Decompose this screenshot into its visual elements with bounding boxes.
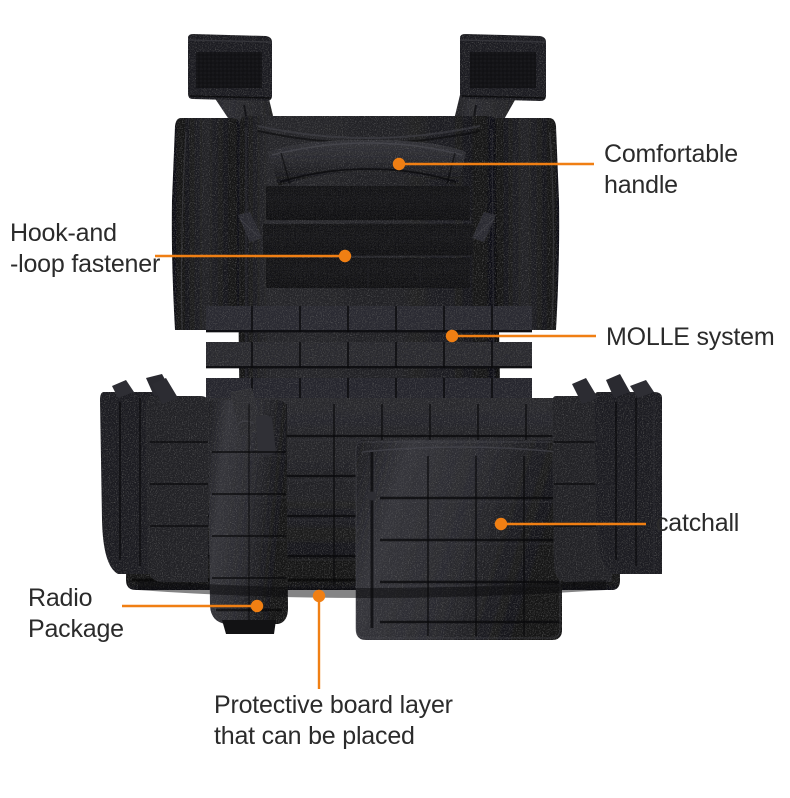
molle-row: [206, 342, 532, 368]
right-pouch-pull-tab: [630, 380, 654, 398]
radio-pouch: [208, 388, 288, 634]
right-mag-pouches: [552, 374, 662, 582]
catchall-utility-pouch: [355, 440, 562, 640]
radio-pouch-bottom: [222, 620, 276, 634]
left-mag-pouches: [100, 374, 208, 582]
side-adjust-tabs: [238, 212, 496, 242]
vest-assembly: [100, 34, 662, 640]
hook-and-loop-panel-group: [263, 186, 473, 288]
callout-label-molle-system: MOLLE system: [606, 323, 775, 351]
left-yoke-panel: [171, 118, 240, 330]
catchall-molle-columns: [427, 456, 525, 636]
radio-pouch-buckle-tab: [256, 415, 276, 455]
catchall-molle-rows: [380, 496, 560, 624]
panel-top-seam: [257, 125, 481, 139]
left-pouch-pull-tab: [112, 380, 134, 398]
callout-label-radio-package: Radio Package: [28, 584, 124, 643]
catchall-zipper-pull: [367, 491, 377, 501]
callout-label-hook-and-loop-fastener: Hook-and -loop fastener: [10, 219, 161, 278]
callout-label-protective-board-layer: Protective board layer that can be place…: [214, 691, 453, 750]
right-shoulder-velcro: [470, 52, 536, 88]
molle-webbing-front: [206, 306, 532, 405]
radio-pouch-body: [208, 400, 288, 624]
callout-label-catchall: catchall: [656, 509, 740, 537]
left-inner-mag-pouch: [146, 396, 208, 582]
right-yoke-panel: [490, 118, 560, 330]
left-sleeve-tab: [152, 378, 178, 404]
right-pouch-flap: [606, 374, 630, 398]
carry-handle: [268, 140, 466, 186]
molle-row: [206, 306, 532, 332]
right-outer-mag-pouch: [594, 392, 662, 574]
left-shoulder-velcro: [196, 52, 262, 88]
front-panel-yoke: [171, 118, 560, 330]
cummerbund-bottom-shadow: [138, 580, 606, 598]
catchall-lid-seam: [361, 446, 559, 453]
right-sleeve-tab: [572, 378, 598, 404]
callout-label-comfortable-handle: Comfortable handle: [604, 140, 738, 199]
